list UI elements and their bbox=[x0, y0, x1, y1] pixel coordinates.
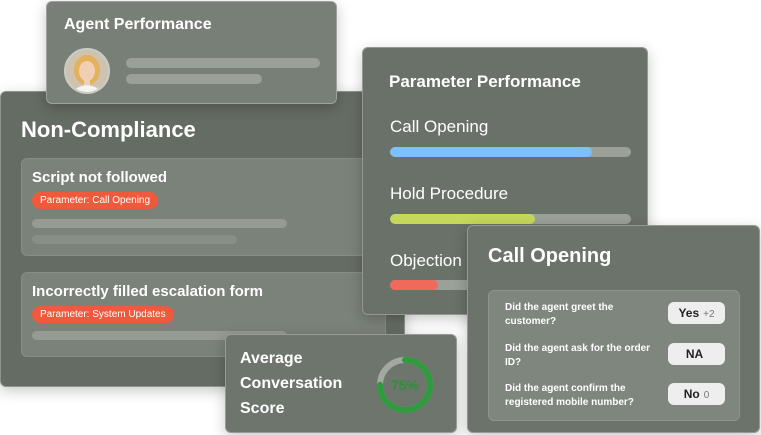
score-label: Average bbox=[240, 350, 303, 367]
placeholder-line bbox=[126, 58, 320, 68]
parameter-badge: Parameter: Call Opening bbox=[32, 192, 159, 209]
parameter-label: Objection bbox=[390, 251, 462, 270]
placeholder-line bbox=[32, 331, 287, 340]
progress-fill bbox=[390, 280, 439, 290]
agent-performance-title: Agent Performance bbox=[64, 16, 212, 33]
non-compliance-card: Non-Compliance Script not followed Param… bbox=[0, 91, 405, 387]
progress-fill bbox=[390, 147, 593, 157]
issue-heading: Incorrectly filled escalation form bbox=[32, 283, 263, 300]
score-value: 75% bbox=[390, 377, 420, 393]
agent-performance-card: Agent Performance bbox=[46, 1, 337, 104]
answer-value: NA bbox=[685, 347, 704, 361]
progress-bar bbox=[390, 147, 631, 157]
non-compliance-title: Non-Compliance bbox=[21, 117, 196, 142]
answer-delta: +2 bbox=[703, 309, 715, 320]
question-list: Did the agent greet the customer? Yes+2 … bbox=[488, 290, 740, 421]
question-text: Did the agent confirm the registered mob… bbox=[505, 383, 634, 408]
avatar bbox=[64, 48, 110, 94]
parameter-badge: Parameter: System Updates bbox=[32, 306, 174, 323]
answer-value: No bbox=[683, 387, 700, 401]
question-text: Did the agent ask for the order ID? bbox=[505, 343, 651, 368]
list-item[interactable]: Script not followed Parameter: Call Open… bbox=[21, 158, 386, 256]
issue-heading: Script not followed bbox=[32, 169, 167, 186]
answer-badge[interactable]: NA bbox=[668, 343, 725, 365]
score-label: Conversation bbox=[240, 375, 343, 392]
call-opening-card: Call Opening Did the agent greet the cus… bbox=[467, 225, 760, 433]
progress-fill bbox=[390, 214, 535, 224]
question-text: Did the agent greet the customer? bbox=[505, 302, 614, 327]
parameter-performance-title: Parameter Performance bbox=[389, 72, 581, 91]
parameter-label: Call Opening bbox=[390, 117, 489, 136]
parameter-label: Hold Procedure bbox=[390, 184, 509, 203]
avatar-icon bbox=[66, 50, 108, 92]
answer-value: Yes bbox=[678, 306, 700, 320]
placeholder-line bbox=[32, 219, 287, 228]
answer-badge[interactable]: Yes+2 bbox=[668, 302, 725, 324]
placeholder-line bbox=[32, 235, 237, 244]
answer-delta: 0 bbox=[703, 390, 710, 401]
call-opening-title: Call Opening bbox=[488, 245, 612, 267]
progress-bar bbox=[390, 214, 631, 224]
score-label: Score bbox=[240, 400, 285, 417]
score-ring bbox=[377, 357, 433, 413]
score-ring-arc bbox=[377, 357, 433, 413]
average-score-card: Average Conversation Score 75% bbox=[225, 334, 457, 433]
placeholder-line bbox=[126, 74, 262, 84]
